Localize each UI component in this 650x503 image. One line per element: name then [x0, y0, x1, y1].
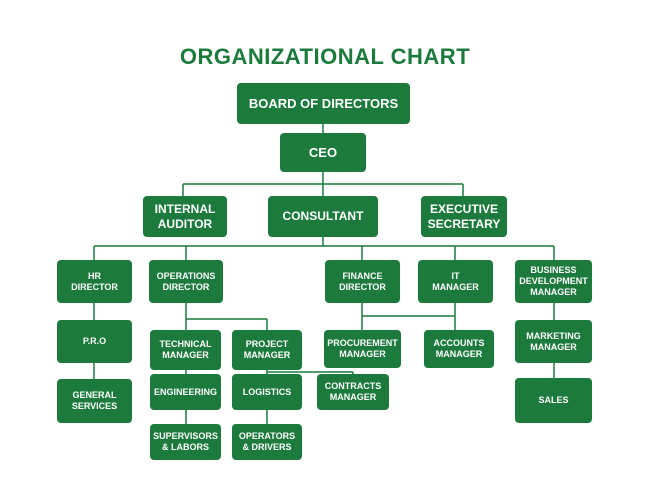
- marketing-manager-box: MARKETING MANAGER: [515, 320, 592, 363]
- project-manager-box: PROJECT MANAGER: [232, 330, 302, 370]
- it-manager-box: IT MANAGER: [418, 260, 493, 303]
- business-development-manager-box: BUSINESS DEVELOPMENT MANAGER: [515, 260, 592, 303]
- pro-box: P.R.O: [57, 320, 132, 363]
- sales-box: SALES: [515, 378, 592, 423]
- consultant-box: CONSULTANT: [268, 196, 378, 237]
- executive-secretary-box: EXECUTIVE SECRETARY: [421, 196, 507, 237]
- operators-drivers-box: OPERATORS & DRIVERS: [232, 424, 302, 460]
- operations-director-box: OPERATIONS DIRECTOR: [149, 260, 223, 303]
- general-services-box: GENERAL SERVICES: [57, 379, 132, 423]
- ceo-box: CEO: [280, 133, 366, 172]
- supervisors-labors-box: SUPERVISORS & LABORS: [150, 424, 221, 460]
- chart-title: ORGANIZATIONAL CHART: [179, 44, 471, 69]
- accounts-manager-box: ACCOUNTS MANAGER: [424, 330, 494, 368]
- engineering-box: ENGINEERING: [150, 374, 221, 410]
- finance-director-box: FINANCE DIRECTOR: [325, 260, 400, 303]
- hr-director-box: HR DIRECTOR: [57, 260, 132, 303]
- logistics-box: LOGISTICS: [232, 374, 302, 410]
- internal-auditor-box: INTERNAL AUDITOR: [143, 196, 227, 237]
- procurement-manager-box: PROCUREMENT MANAGER: [324, 330, 401, 368]
- contracts-manager-box: CONTRACTS MANAGER: [317, 374, 389, 410]
- technical-manager-box: TECHNICAL MANAGER: [150, 330, 221, 370]
- board-of-directors-box: BOARD OF DIRECTORS: [237, 83, 410, 124]
